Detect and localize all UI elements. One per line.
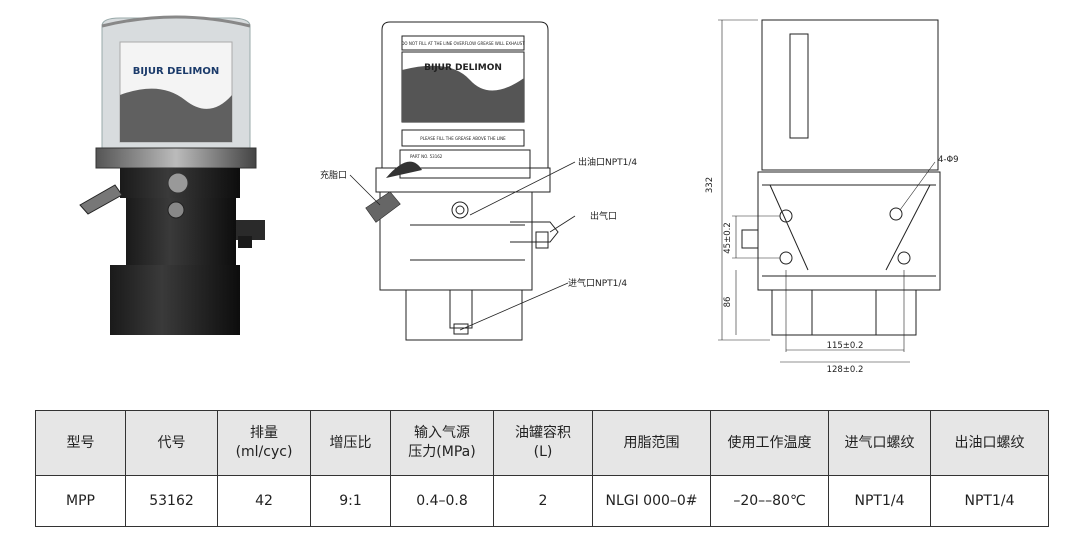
callout-grease-fill: 充脂口 [320,169,347,181]
front-brand-logo: BIJUR DELIMON [424,63,502,73]
cell-boost-ratio: 9:1 [310,475,391,527]
plate-top-text: DO NOT FILL AT THE LINE OVERFLOW GREASE … [401,41,525,46]
callout-oil-outlet: 出油口NPT1/4 [578,156,637,168]
cell-code: 53162 [125,475,218,527]
header-boost-ratio: 增压比 [310,410,391,476]
cell-model: MPP [35,475,126,527]
photo-brand-logo: BIJUR DELIMON [133,66,219,77]
header-air-inlet-thread: 进气口螺纹 [828,410,931,476]
header-temperature: 使用工作温度 [710,410,829,476]
header-tank-volume: 油罐容积 (L) [493,410,593,476]
callout-air-inlet: 进气口NPT1/4 [568,277,627,289]
plate-bottom-text: PLEASE FILL THE GREASE ABOVE THE LINE [420,136,506,141]
product-photo: BIJUR DELIMON [79,15,265,335]
header-grease-range: 用脂范围 [592,410,711,476]
table-row: MPP 53162 42 9:1 0.4–0.8 2 NLGI 000–0# –… [35,475,1049,527]
header-air-pressure: 输入气源 压力(MPa) [390,410,494,476]
table-header-row: 型号 代号 排量 (ml/cyc) 增压比 输入气源 压力(MPa) 油罐容积 … [35,410,1049,476]
front-logo-wave [402,65,524,122]
header-oil-outlet-thread: 出油口螺纹 [930,410,1049,476]
side-view-drawing: 332 45±0.2 86 115±0.2 128±0.2 4-Φ9 [705,19,959,375]
dim-height: 332 [705,177,715,193]
cell-oil-outlet-thread: NPT1/4 [930,475,1049,527]
cell-air-inlet-thread: NPT1/4 [828,475,931,527]
header-model: 型号 [35,410,126,476]
dim-w2: 128±0.2 [827,365,864,375]
header-code: 代号 [125,410,218,476]
dim-holes: 4-Φ9 [938,155,959,165]
dim-w1: 115±0.2 [827,341,864,351]
dim-lower: 86 [723,297,733,308]
callout-air-outlet: 出气口 [590,210,617,222]
cell-displacement: 42 [217,475,311,527]
cell-tank-volume: 2 [493,475,593,527]
cell-air-pressure: 0.4–0.8 [390,475,494,527]
fill-nipple [79,184,123,215]
dim-mid: 45±0.2 [723,222,733,253]
nameplate-part: PART NO. 53162 [410,154,443,159]
cell-temperature: –20––80℃ [710,475,829,527]
front-view-drawing: BIJUR DELIMON DO NOT FILL AT THE LINE OV… [320,21,637,341]
spec-table: 型号 代号 排量 (ml/cyc) 增压比 输入气源 压力(MPa) 油罐容积 … [35,410,1049,527]
header-displacement: 排量 (ml/cyc) [217,410,311,476]
cell-grease-range: NLGI 000–0# [592,475,711,527]
